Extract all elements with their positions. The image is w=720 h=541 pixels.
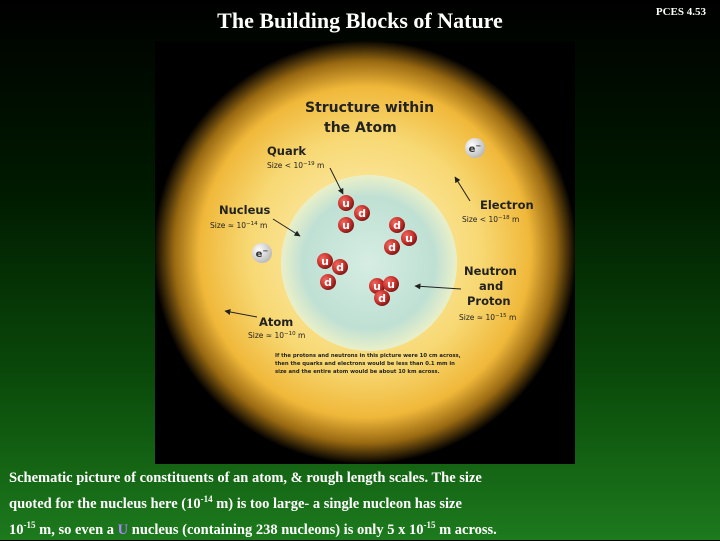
svg-text:e−: e− <box>469 142 482 155</box>
quark-size: Size < 10−19 m <box>267 161 324 170</box>
quark-u-ball: u <box>383 276 399 292</box>
quark-label: Quark <box>267 144 306 158</box>
atom-structure-figure: Structure within the Atom Quark Size < 1… <box>155 41 575 464</box>
uranium-symbol: U <box>117 521 129 538</box>
quark-u-ball: u <box>338 195 354 211</box>
svg-text:u: u <box>342 197 350 210</box>
quark-d-ball: d <box>354 205 370 221</box>
caption: Schematic picture of constituents of an … <box>9 468 714 541</box>
proton-label: Proton <box>467 294 511 308</box>
caption-line-1: Schematic picture of constituents of an … <box>9 470 482 486</box>
svg-text:e−: e− <box>256 247 269 260</box>
quark-d-ball: d <box>389 217 405 233</box>
nucleus-size: Size ≈ 10−14 m <box>210 221 267 230</box>
quark-u-ball: u <box>369 278 385 294</box>
slide-id: PCES 4.53 <box>655 6 706 18</box>
neutron-label: Neutron <box>464 264 517 278</box>
atom-diagram: Structure within the Atom Quark Size < 1… <box>155 41 575 464</box>
svg-text:d: d <box>388 241 396 254</box>
svg-text:u: u <box>387 278 395 291</box>
svg-text:d: d <box>393 219 401 232</box>
figure-heading-line1: Structure within <box>305 100 434 116</box>
electron-left: e− <box>252 243 272 263</box>
caption-line-2: quoted for the nucleus here (10-14 m) is… <box>9 494 462 512</box>
quark-d-ball: d <box>320 274 336 290</box>
quark-d-ball: d <box>374 290 390 306</box>
and-label: and <box>479 279 503 293</box>
electron-size: Size < 10−18 m <box>462 215 519 224</box>
svg-text:u: u <box>321 255 329 268</box>
quark-d-ball: d <box>332 259 348 275</box>
svg-text:u: u <box>373 280 381 293</box>
atom-size: Size ≈ 10−10 m <box>248 331 305 340</box>
quark-u-ball: u <box>317 253 333 269</box>
svg-text:u: u <box>342 219 350 232</box>
nucleus-arrow <box>272 218 301 237</box>
note-line-2: then the quarks and electrons would be l… <box>275 361 455 367</box>
svg-text:d: d <box>358 207 366 220</box>
quark-u-ball: u <box>338 217 354 233</box>
quark-u-ball: u <box>401 230 417 246</box>
svg-text:d: d <box>336 261 344 274</box>
quark-d-ball: d <box>384 239 400 255</box>
svg-text:u: u <box>405 232 413 245</box>
nucleus-label: Nucleus <box>219 203 271 217</box>
svg-text:d: d <box>324 276 332 289</box>
electron-top-right: e− <box>465 138 485 158</box>
svg-text:d: d <box>378 292 386 305</box>
nucleus-region <box>281 175 457 351</box>
note-line-1: If the protons and neutrons in this pict… <box>275 353 461 359</box>
figure-heading-line2: the Atom <box>324 120 397 136</box>
caption-line-3: 10-15 m, so even a U nucleus (containing… <box>9 519 497 538</box>
nucleon-arrow <box>414 283 462 290</box>
slide-title: The Building Blocks of Nature <box>217 8 503 33</box>
atom-label: Atom <box>259 315 293 329</box>
quark-arrow <box>329 167 344 195</box>
atom-arrow <box>224 309 258 318</box>
electron-label: Electron <box>480 198 534 212</box>
note-line-3: size and the entire atom would be about … <box>275 369 440 375</box>
nucleon-size: Size ≈ 10−15 m <box>459 313 516 322</box>
electron-arrow <box>454 176 471 202</box>
